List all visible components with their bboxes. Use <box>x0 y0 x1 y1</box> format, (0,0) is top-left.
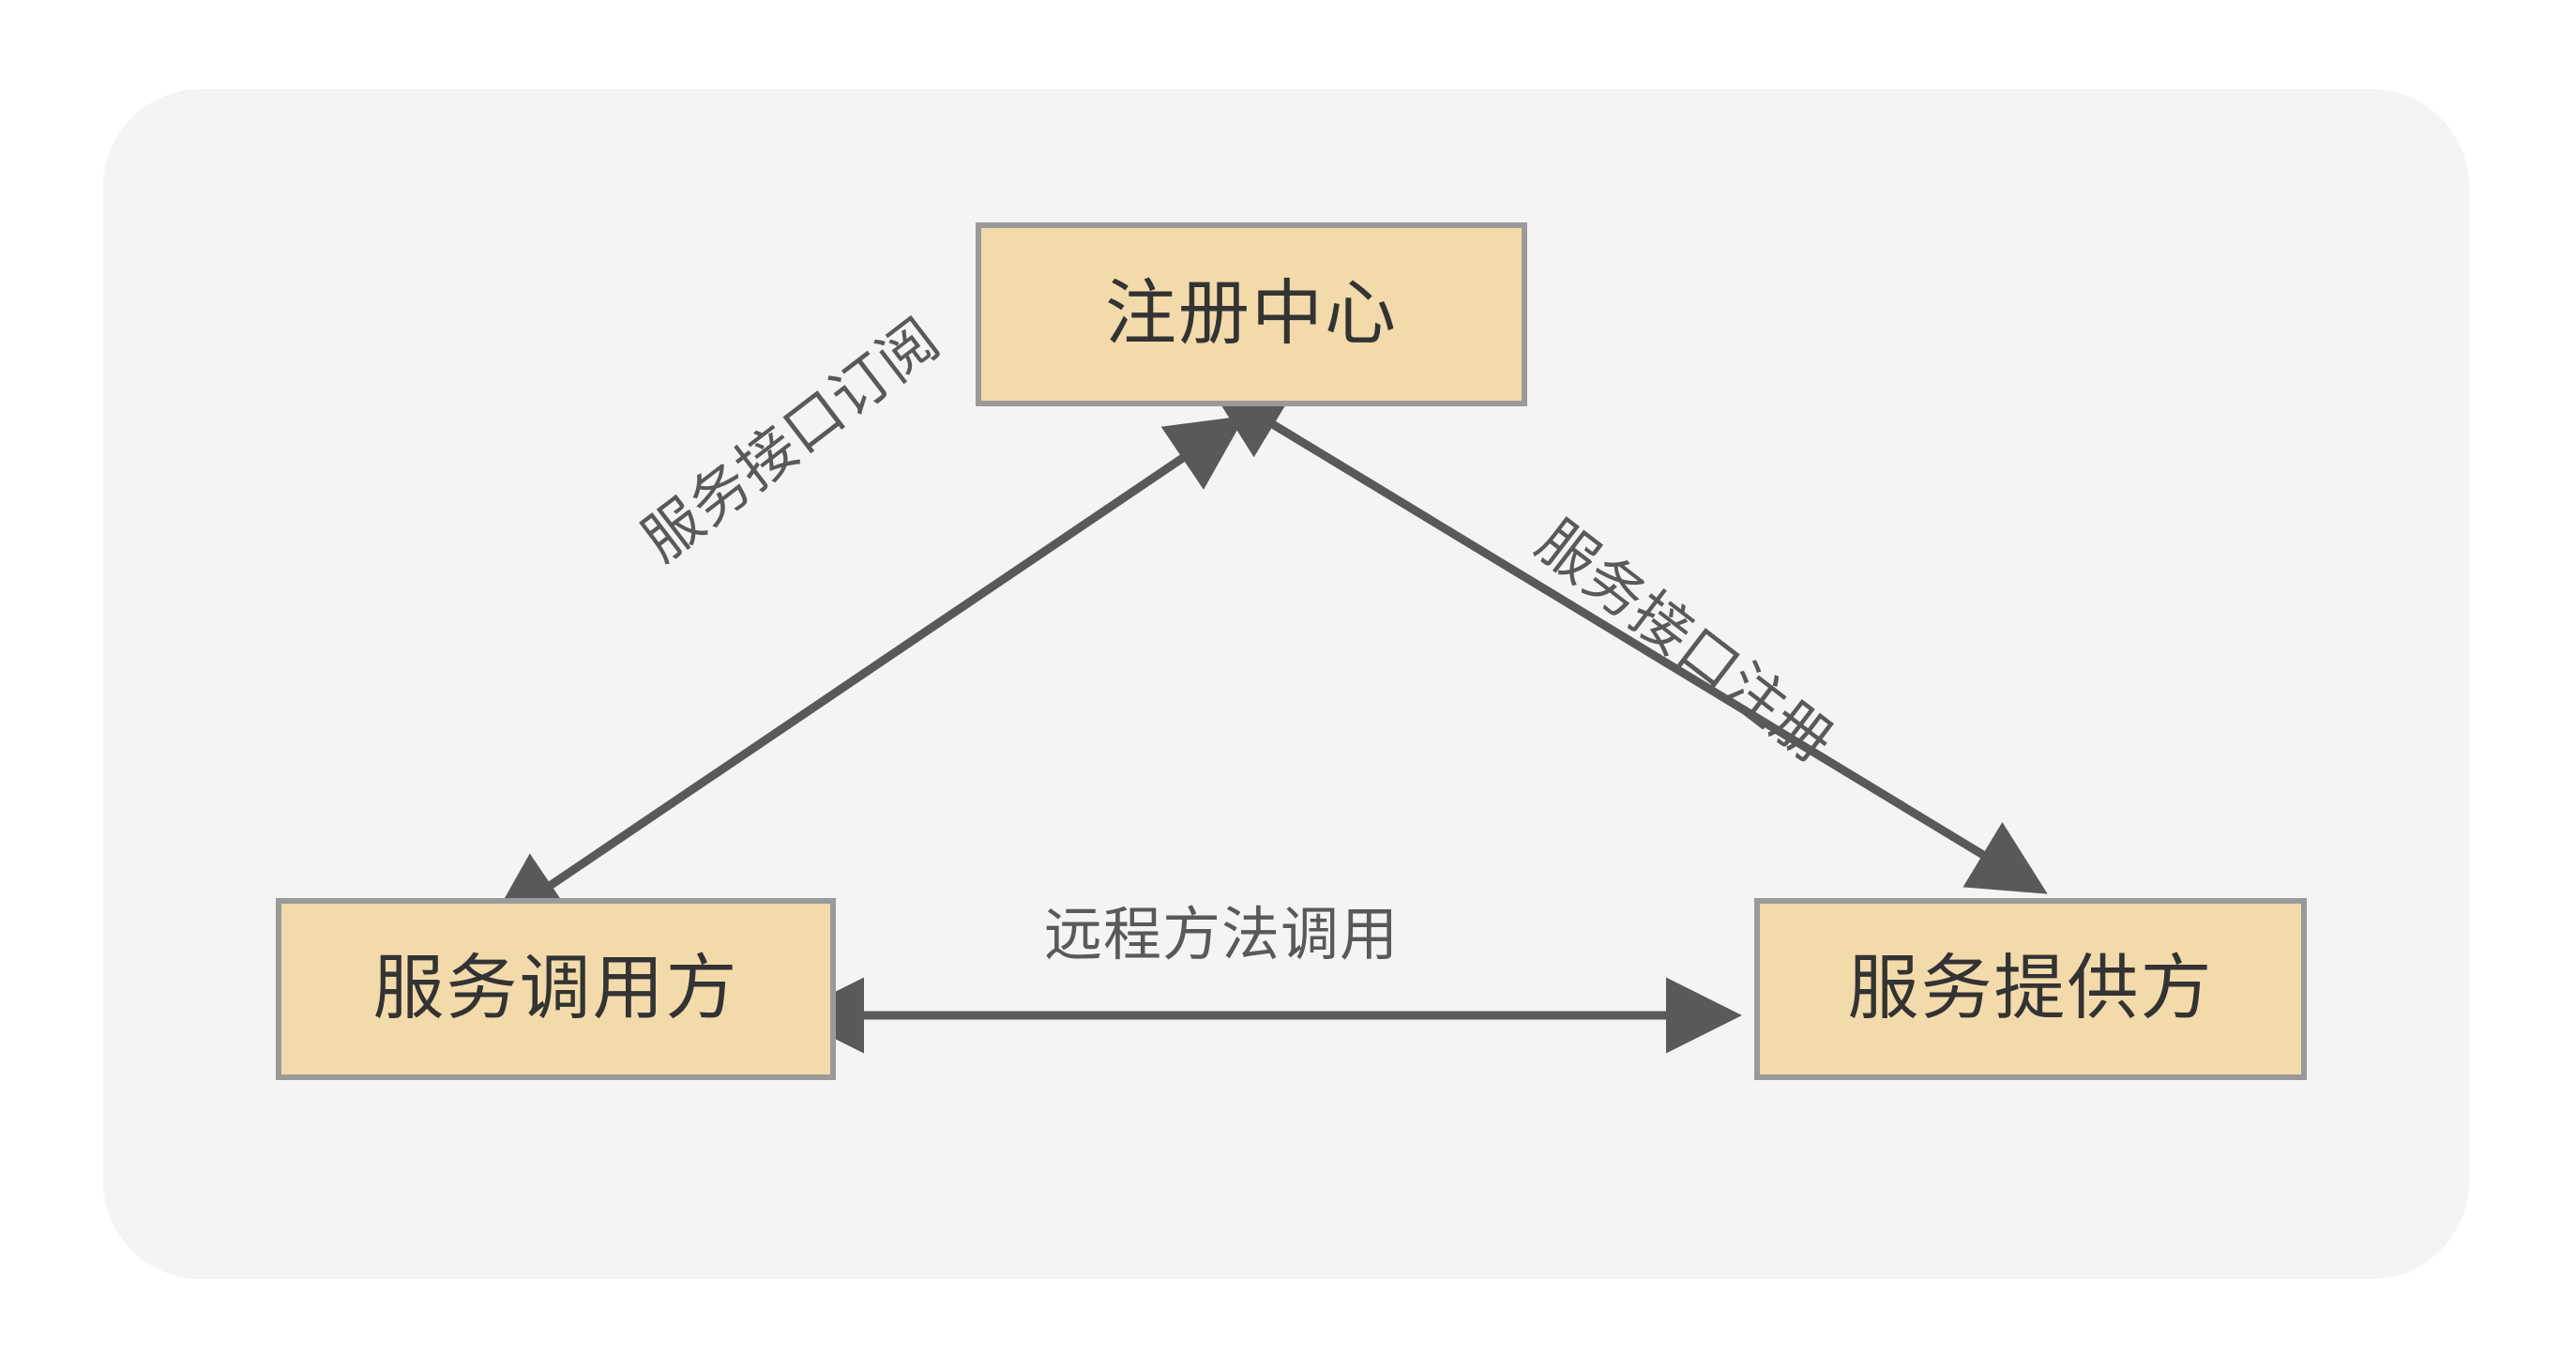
node-service-consumer[interactable]: 服务调用方 <box>276 898 836 1080</box>
edge-label-rpc: 远程方法调用 <box>1044 903 1400 967</box>
node-service-provider-label: 服务提供方 <box>1847 949 2214 1028</box>
edge-line-subscribe <box>488 415 1246 928</box>
node-service-consumer-label: 服务调用方 <box>372 949 739 1028</box>
node-registry-center-label: 注册中心 <box>1105 274 1398 354</box>
node-service-provider[interactable]: 服务提供方 <box>1754 898 2307 1080</box>
node-registry-center[interactable]: 注册中心 <box>976 222 1527 406</box>
edge-line-register <box>1208 385 2048 894</box>
